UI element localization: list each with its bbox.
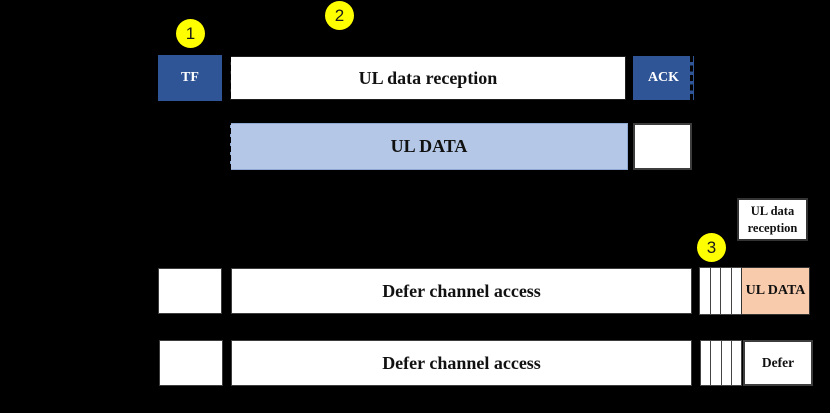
ack-box: ACK <box>633 56 694 100</box>
ul-data-orange-box: UL DATA <box>741 267 810 315</box>
note-line-1: UL data <box>750 203 795 218</box>
note-line-2: reception <box>747 220 798 235</box>
defer-channel-access-box-1: Defer channel access <box>231 268 692 314</box>
dashed-boundary-line-start <box>228 56 231 170</box>
backoff-slot <box>730 340 742 386</box>
blank-pre-defer-box-2 <box>159 340 223 386</box>
backoff-slots-2 <box>700 340 742 386</box>
ul-data-box: UL DATA <box>230 123 628 170</box>
defer-short-box: Defer <box>743 340 813 386</box>
dashed-boundary-line-end <box>690 56 693 100</box>
defer-channel-access-box-2: Defer channel access <box>231 340 692 386</box>
ul-data-reception-note: UL data reception <box>737 198 808 241</box>
backoff-slots-1 <box>699 267 742 315</box>
ul-data-reception-box: UL data reception <box>230 56 626 100</box>
callout-1-badge: 1 <box>176 19 205 48</box>
blank-ack-reception-box <box>633 123 692 170</box>
callout-2-badge: 2 <box>325 1 354 30</box>
callout-3-badge: 3 <box>697 233 726 262</box>
blank-pre-defer-box-1 <box>158 268 222 314</box>
trigger-frame-box: TF <box>158 55 222 101</box>
